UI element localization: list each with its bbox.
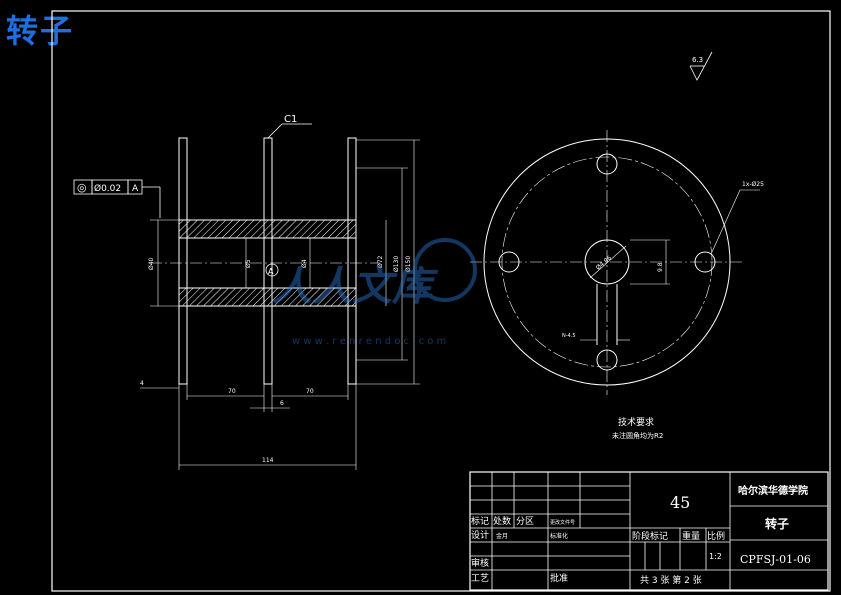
sheet-count: 共 3 张 第 2 张 <box>640 574 702 586</box>
dim-w3: 6 <box>280 400 284 407</box>
tolerance-frame <box>73 179 161 218</box>
watermark-text: 人人文库 <box>272 264 439 310</box>
label-standard: 标准化 <box>550 532 568 540</box>
dim-left-dia: Ø40 <box>148 257 155 270</box>
tolerance-value: Ø0.02 <box>94 183 121 194</box>
designer: 金月 <box>496 532 508 540</box>
drawing-number: CPFSJ-01-06 <box>740 553 811 566</box>
label-marks: 标记 <box>471 515 489 527</box>
dim-inner-dia: Ø5 <box>245 259 252 268</box>
tech-req-heading: 技术要求 <box>618 416 654 428</box>
scale-value: 1:2 <box>709 552 722 561</box>
drawing-border <box>51 10 831 592</box>
label-doc: 更改文件号 <box>550 519 575 526</box>
datum-marker <box>265 263 279 277</box>
hole-note: 1x-Ø25 <box>742 181 764 188</box>
school-name: 哈尔滨华德学院 <box>738 484 808 497</box>
chamfer-label: C1 <box>284 114 297 125</box>
dim-flange2: Ø130 <box>393 256 400 272</box>
material: 45 <box>670 493 690 512</box>
dim-keyway-width: N-4.5 <box>562 333 576 339</box>
watermark: 人人文库 w w w . r e n r e n d o c . c o m <box>272 238 477 347</box>
vertical-dimensions <box>150 139 420 385</box>
dim-center-hole: Ø4.96 <box>595 254 613 271</box>
dim-outer: Ø150 <box>405 256 412 272</box>
dim-keyway-depth: 9.8 <box>657 262 664 272</box>
tech-req-line1: 未注圆角均为R2 <box>612 431 663 440</box>
tolerance-datum: A <box>132 184 139 194</box>
chamfer-leader <box>267 123 312 139</box>
part-name: 转子 <box>765 516 789 531</box>
dim-bore: Ø4 <box>301 259 308 268</box>
roughness-value: 6.3 <box>692 56 703 64</box>
label-zone: 分区 <box>516 516 534 527</box>
label-weight: 重量 <box>682 530 700 542</box>
title-block-grid <box>469 471 829 591</box>
watermark-url: w w w . r e n r e n d o c . c o m <box>292 336 446 347</box>
page-title: 转子 <box>6 12 75 50</box>
roughness-symbol <box>689 51 713 81</box>
label-stage: 阶段标记 <box>632 530 668 542</box>
dim-w4: 70 <box>306 388 314 395</box>
label-process: 工艺 <box>471 573 489 584</box>
label-design: 设计 <box>471 529 489 541</box>
label-scale: 比例 <box>707 530 725 542</box>
dim-w2: 70 <box>228 388 236 395</box>
datum-mark: A <box>268 267 274 276</box>
section-view <box>178 137 357 385</box>
tolerance-symbol: ◎ <box>77 181 87 194</box>
front-view-dims <box>470 130 760 395</box>
horizontal-dimensions <box>140 384 357 470</box>
label-approve: 批准 <box>550 572 568 584</box>
label-review: 审核 <box>471 557 489 569</box>
label-count: 处数 <box>493 515 511 527</box>
dim-flange1: Ø72 <box>377 255 384 268</box>
dim-w1: 4 <box>140 380 144 387</box>
dim-total: 114 <box>262 457 274 464</box>
